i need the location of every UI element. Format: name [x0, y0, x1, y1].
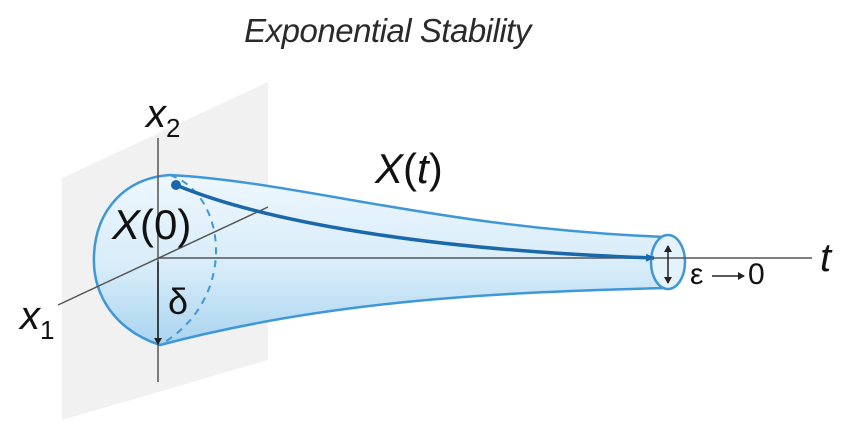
- x1-label-subscript: 1: [40, 315, 55, 345]
- initial-section-back-edge: [159, 174, 217, 346]
- stability-tube: [92, 173, 670, 347]
- x2-label-subscript: 2: [166, 113, 181, 143]
- x2-label-base: x: [146, 92, 166, 136]
- delta-label: δ: [168, 281, 189, 322]
- x2-axis-label: x2: [146, 92, 180, 141]
- x1-axis-label: x1: [20, 294, 54, 343]
- x1-label-base: x: [20, 294, 40, 338]
- initial-state-label: X(0): [112, 201, 192, 248]
- trajectory-curve: [175, 183, 655, 262]
- limit-value-label: 0: [748, 258, 765, 291]
- t-axis-label: t: [820, 236, 832, 280]
- initial-point: [171, 180, 181, 190]
- trajectory-label: X(t): [375, 145, 443, 192]
- x1-axis: [57, 206, 269, 306]
- epsilon-label: ε: [690, 258, 704, 291]
- diagram-title: Exponential Stability: [244, 12, 531, 49]
